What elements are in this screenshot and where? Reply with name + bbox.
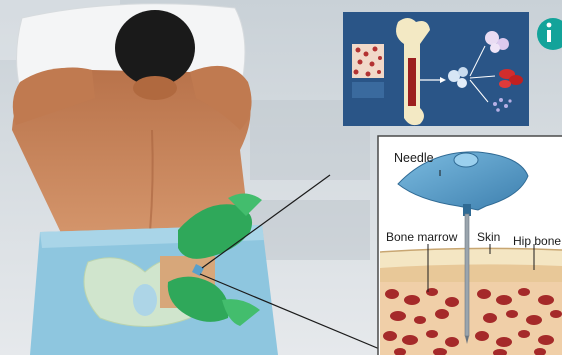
- blood-cell-infographic: [343, 12, 529, 126]
- needle-cap: [454, 153, 478, 167]
- label-skin: Skin: [477, 230, 500, 244]
- femur-marrow-core: [408, 58, 416, 106]
- patient-neck: [133, 76, 177, 100]
- patient-head: [115, 10, 195, 86]
- brand-glyph-dot: [547, 23, 552, 28]
- label-hip-bone: Hip bone: [513, 234, 561, 248]
- needle-shaft: [465, 214, 469, 336]
- needle-inset-panel: Needle Bone marrow Skin Hip bone: [378, 136, 562, 355]
- label-bone-marrow: Bone marrow: [386, 230, 458, 244]
- label-needle: Needle: [394, 151, 434, 165]
- hip-bone-layer: [380, 264, 562, 284]
- brand-glyph-stem: [547, 30, 551, 42]
- marrow-caption-block: [352, 82, 384, 98]
